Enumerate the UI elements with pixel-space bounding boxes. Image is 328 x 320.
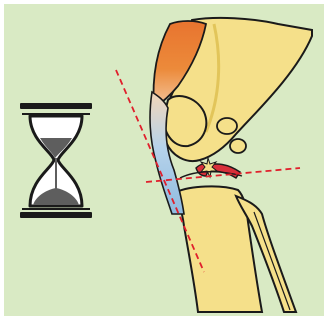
sesamoid-bone-2	[230, 139, 246, 153]
hourglass-bottom-plate	[20, 212, 92, 218]
sesamoid-bone-1	[217, 118, 237, 134]
hourglass-top-plate	[20, 103, 92, 109]
